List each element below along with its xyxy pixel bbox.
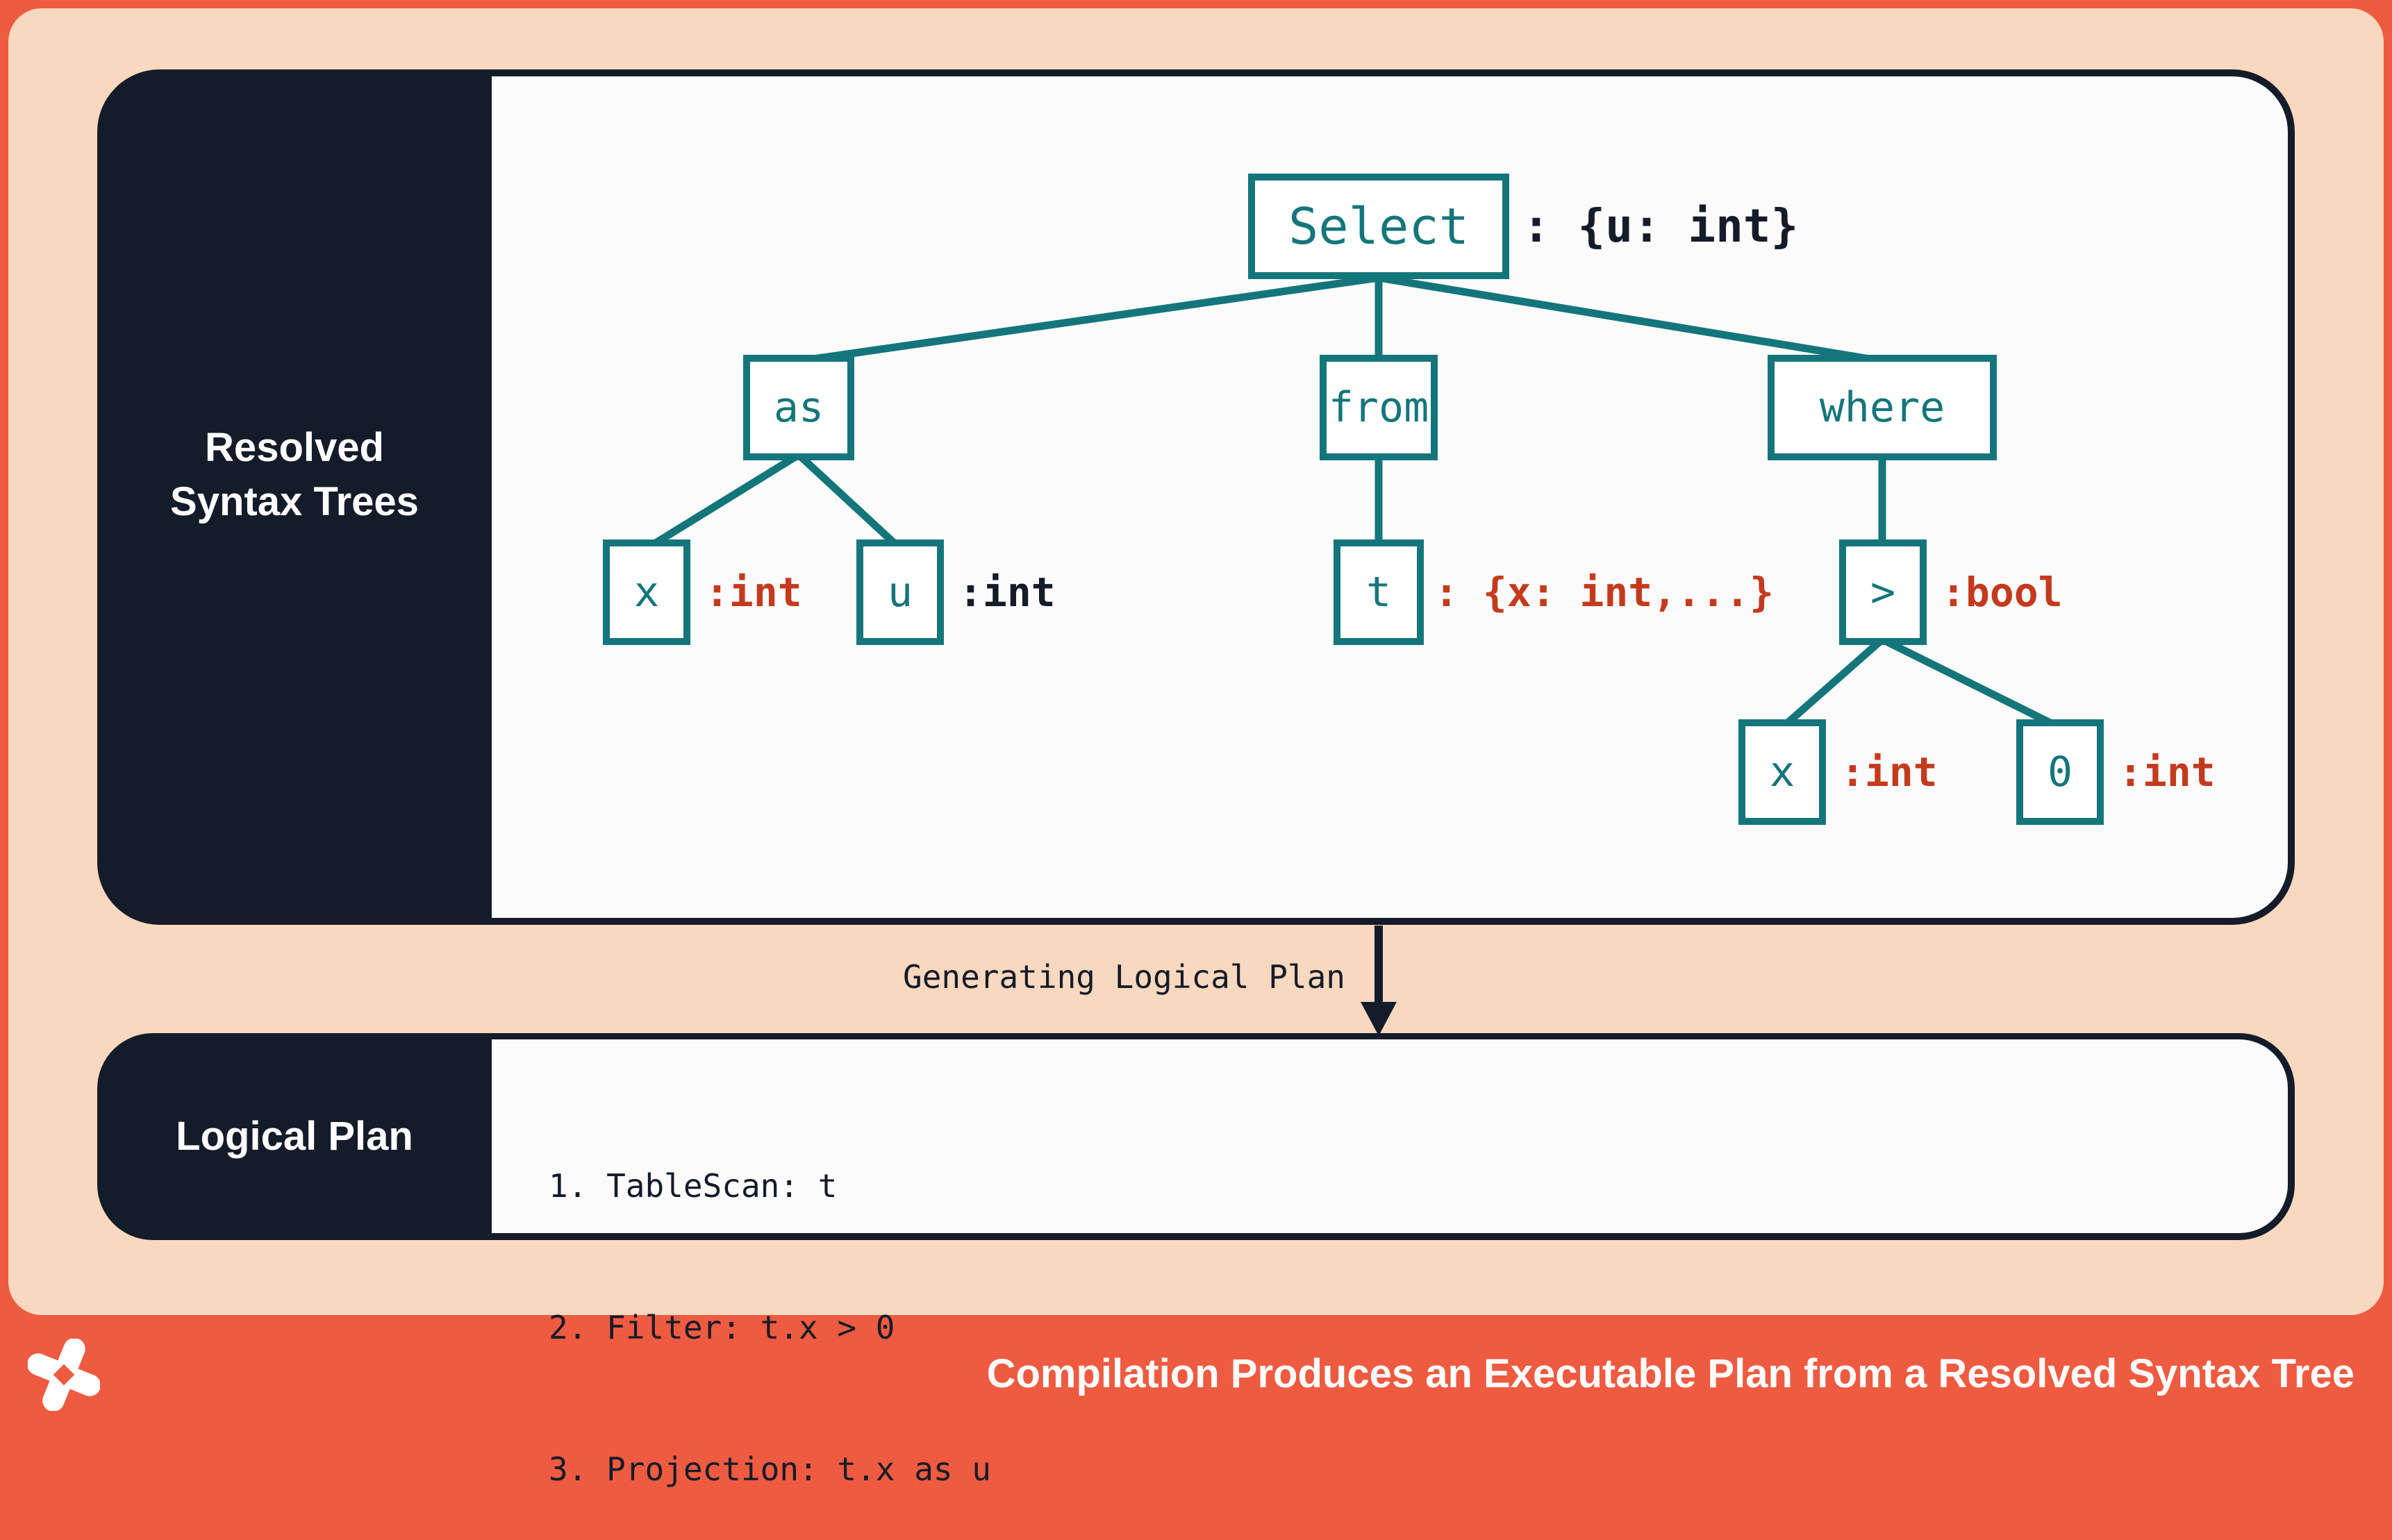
node-u: u [856,539,944,645]
node-select: Select [1248,174,1509,279]
node-as: as [743,355,854,460]
node-from: from [1320,355,1438,460]
node-where: where [1768,355,1997,460]
top-panel-title-line1: Resolved [205,425,384,470]
plan-step-3: 3. Projection: t.x as u [549,1450,991,1488]
logical-plan-canvas [492,1039,2288,1233]
node-zero: 0 [2016,719,2104,825]
logical-plan-steps: 1. TableScan: t 2. Filter: t.x > 0 3. Pr… [549,1068,991,1540]
pinwheel-x-logo [28,1339,100,1411]
annotation-gt-type: :bool [1941,569,2063,616]
annotation-t-type: : {x: int,...} [1434,569,1774,616]
node-x-where-child: x [1738,719,1826,825]
resolved-syntax-trees-panel: Resolved Syntax Trees [97,69,2295,925]
node-greater-than: > [1839,539,1927,645]
plan-step-2: 2. Filter: t.x > 0 [549,1309,895,1346]
top-panel-title-line2: Syntax Trees [170,479,419,524]
annotation-x-type: :int [705,569,802,616]
footer-caption: Compilation Produces an Executable Plan … [986,1351,2354,1396]
generating-logical-plan-label: Generating Logical Plan [903,958,1345,996]
plan-step-1: 1. TableScan: t [549,1167,838,1205]
node-x-as-child: x [603,539,690,645]
logical-plan-panel: Logical Plan [97,1033,2295,1240]
infographic-canvas: { "colors": { "coral": "#EE5B40", "peach… [8,8,2384,1488]
annotation-u-type: :int [958,569,1056,616]
annotation-x2-type: :int [1841,748,1938,796]
annotation-zero-type: :int [2118,748,2216,796]
annotation-select-type: : {u: int} [1522,199,1799,253]
bottom-panel-title: Logical Plan [176,1114,413,1159]
node-t: t [1334,539,1424,645]
top-panel-title: Resolved Syntax Trees [97,421,492,529]
